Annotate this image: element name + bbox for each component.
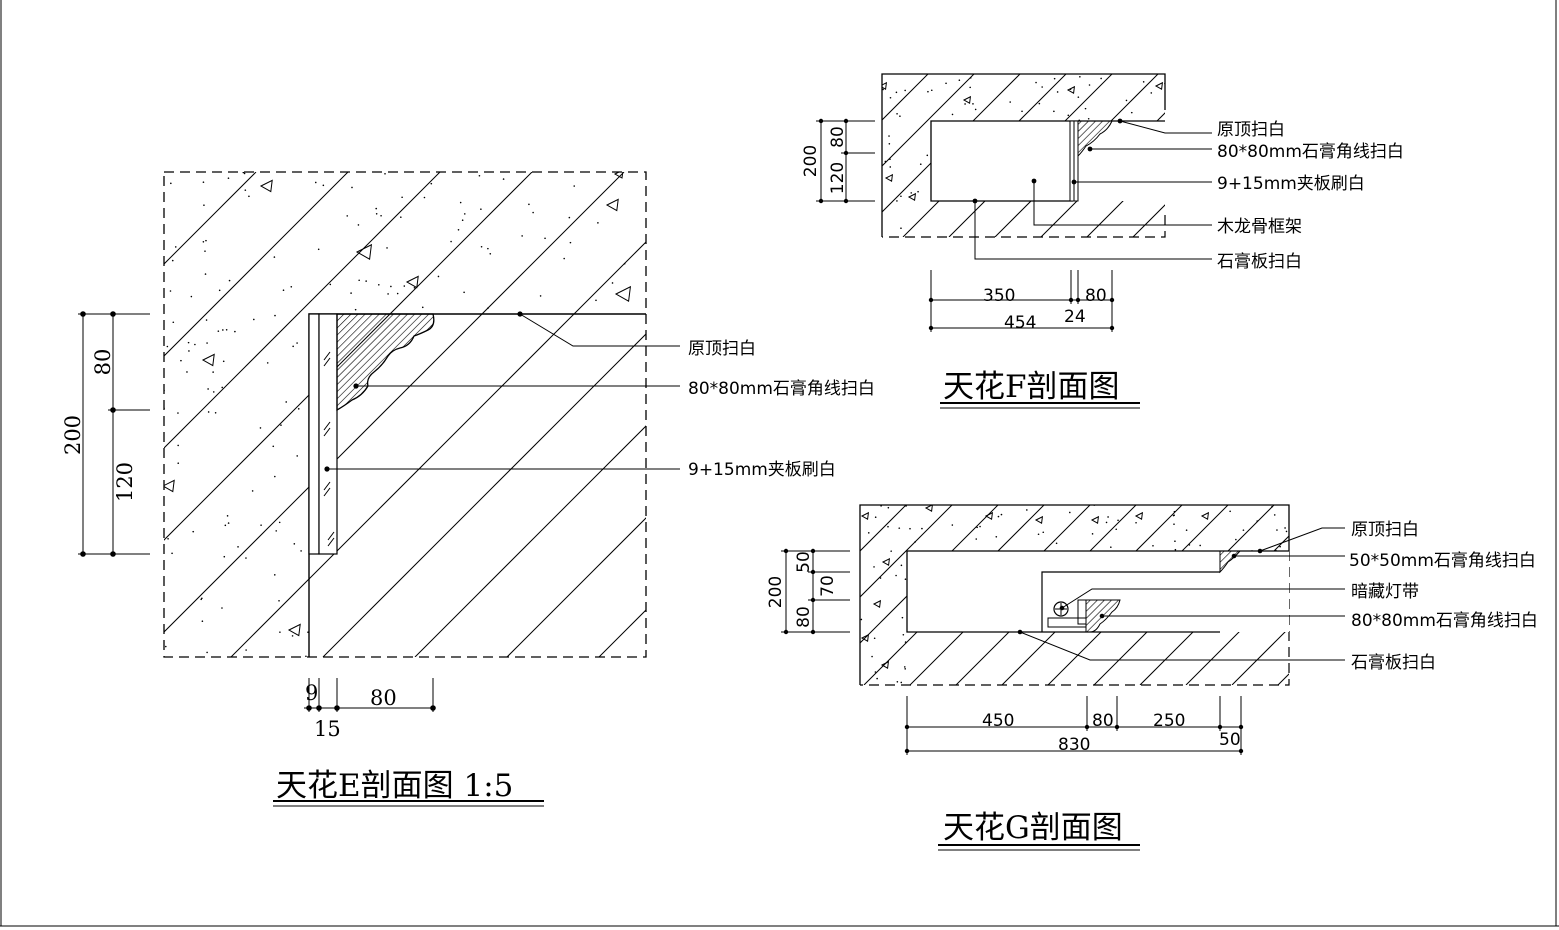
dim-g-250: 250	[1153, 711, 1185, 731]
concrete-slab-e	[164, 172, 646, 657]
title-section-e: 天花E剖面图 1:5	[276, 768, 513, 804]
label-gypsum-board-g: 石膏板扫白	[1351, 652, 1436, 673]
label-original-ceiling-g: 原顶扫白	[1351, 520, 1419, 540]
dim-g-830: 830	[1058, 735, 1090, 755]
dim-g-total: 200	[766, 576, 786, 608]
gypsum-cornice-f	[1077, 120, 1113, 158]
label-original-ceiling-e: 原顶扫白	[688, 339, 756, 359]
dim-f-350: 350	[983, 286, 1015, 306]
dim-f-80: 80	[828, 126, 848, 148]
panel-15mm-e	[318, 313, 338, 555]
dim-e-80: 80	[91, 349, 115, 376]
panel-9mm-e	[308, 313, 320, 555]
dim-g-50: 50	[794, 551, 814, 573]
label-cornice-e: 80*80mm石膏角线扫白	[688, 378, 875, 399]
dim-f-24: 24	[1064, 307, 1086, 327]
label-plywood-e: 9+15mm夹板刷白	[688, 460, 836, 480]
dim-g-70: 70	[818, 575, 838, 597]
dim-e-15: 15	[314, 717, 341, 741]
dim-g-450: 450	[982, 711, 1014, 731]
dim-e-total: 200	[61, 415, 85, 455]
dim-e-80w: 80	[370, 686, 397, 710]
label-led-strip-g: 暗藏灯带	[1351, 582, 1419, 602]
label-original-ceiling-f: 原顶扫白	[1217, 120, 1285, 140]
section-f: 原顶扫白 80*80mm石膏角线扫白 9+15mm夹板刷白 木龙骨框架 石膏板扫…	[801, 73, 1404, 409]
label-cornice-80-g: 80*80mm石膏角线扫白	[1351, 610, 1538, 631]
title-section-f: 天花F剖面图	[943, 369, 1120, 405]
dim-g-80: 80	[794, 606, 814, 628]
label-cornice-50-g: 50*50mm石膏角线扫白	[1349, 550, 1536, 571]
title-section-g: 天花G剖面图	[943, 810, 1123, 846]
label-cornice-f: 80*80mm石膏角线扫白	[1217, 141, 1404, 162]
section-e: 原顶扫白 80*80mm石膏角线扫白 9+15mm夹板刷白 200 80 120…	[61, 171, 875, 807]
dim-g-50w: 50	[1219, 730, 1241, 750]
dim-f-454: 454	[1004, 313, 1036, 333]
label-wood-frame-f: 木龙骨框架	[1217, 217, 1302, 237]
dim-e-120: 120	[113, 462, 137, 502]
dim-f-120: 120	[828, 162, 848, 194]
label-plywood-f: 9+15mm夹板刷白	[1217, 174, 1365, 194]
dim-g-80w: 80	[1092, 711, 1114, 731]
label-gypsum-board-f: 石膏板扫白	[1217, 251, 1302, 272]
dim-e-9: 9	[305, 681, 318, 705]
section-e-boundary	[163, 171, 647, 658]
section-g: 原顶扫白 50*50mm石膏角线扫白 暗藏灯带 80*80mm石膏角线扫白 石膏…	[766, 504, 1538, 851]
dim-f-total: 200	[801, 145, 821, 177]
dim-f-80w: 80	[1085, 286, 1107, 306]
gypsum-cornice-e	[336, 313, 435, 412]
